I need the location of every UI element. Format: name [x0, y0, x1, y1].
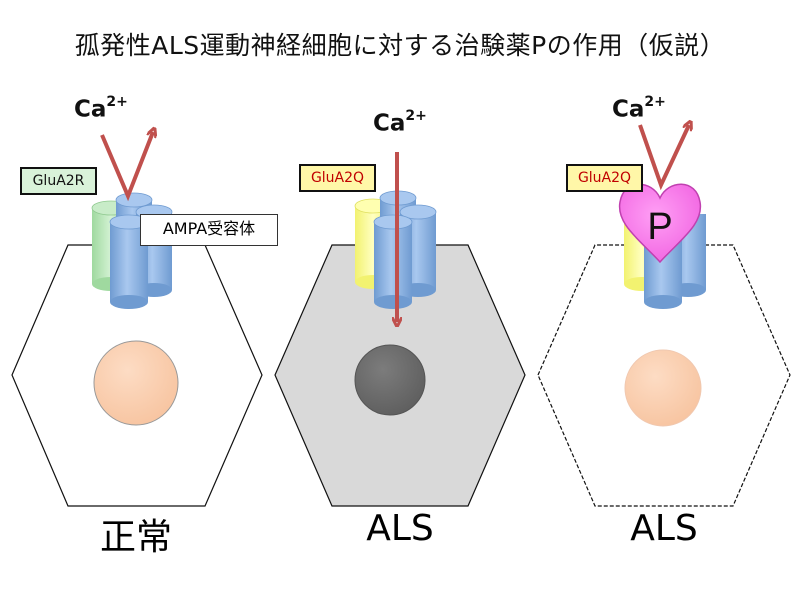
ion-charge: 2+	[106, 94, 128, 110]
subunit-label-glua2q: GluA2Q	[566, 164, 643, 192]
nucleus-als-treated	[624, 349, 702, 427]
calcium-ion-label: Ca2+	[373, 108, 427, 137]
ion-symbol: Ca	[373, 110, 406, 137]
ion-symbol: Ca	[612, 96, 645, 123]
panel-normal	[11, 132, 263, 507]
calcium-arrow-reflected	[100, 132, 153, 202]
subunit-label-glua2r: GluA2R	[20, 167, 97, 195]
subunit-cylinder-blue-front	[109, 214, 149, 309]
panel-label-als: ALS	[366, 508, 434, 549]
ion-charge: 2+	[405, 108, 427, 124]
panel-als-drug	[537, 125, 791, 507]
nucleus-als	[354, 344, 426, 416]
panel-label-als-treated: ALS	[630, 508, 698, 549]
panel-label-normal: 正常	[99, 517, 172, 558]
drug-label: P	[647, 206, 673, 248]
calcium-arrow-reflected	[638, 125, 689, 191]
calcium-ion-label: Ca2+	[74, 94, 128, 123]
panel-als	[274, 152, 526, 507]
receptor-label: AMPA受容体	[140, 214, 278, 246]
figure-title: 孤発性ALS運動神経細胞に対する治験薬Pの作用（仮説）	[74, 31, 726, 60]
nucleus-normal	[93, 340, 179, 426]
subunit-cylinder-blue-front	[373, 214, 413, 309]
ion-charge: 2+	[644, 94, 666, 110]
ion-symbol: Ca	[74, 96, 107, 123]
calcium-ion-label: Ca2+	[612, 94, 666, 123]
subunit-label-glua2q: GluA2Q	[299, 164, 376, 192]
